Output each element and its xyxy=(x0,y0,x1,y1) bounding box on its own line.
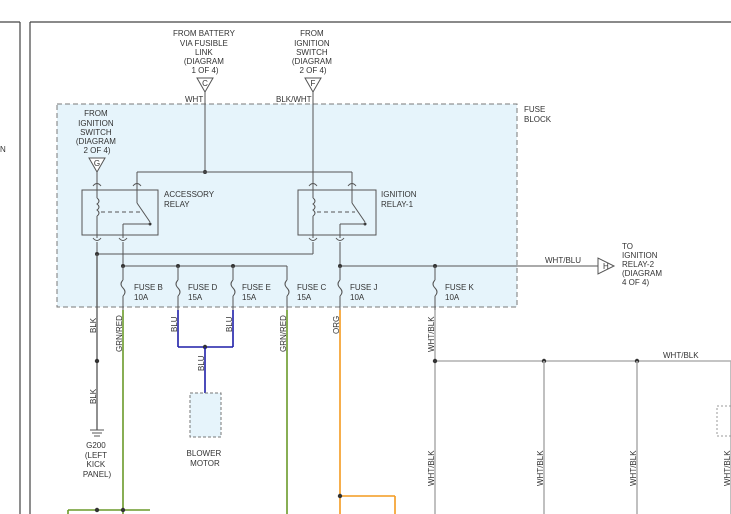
ground-symbol-icon xyxy=(90,429,104,437)
left-panel-edge-text: N xyxy=(0,145,6,154)
wht-blk-label-lower-2: WHT/BLK xyxy=(536,450,545,486)
fuse-j-label: FUSE J 10A xyxy=(350,283,380,302)
ground-g200-label: G200 (LEFT KICK PANEL) xyxy=(83,441,112,479)
blu-label-fuse-d: BLU xyxy=(170,316,179,332)
partial-component-box xyxy=(716,405,731,437)
connector-c-label: C xyxy=(202,79,208,88)
blu-label-motor: BLU xyxy=(197,355,206,371)
junction-dot xyxy=(94,507,100,513)
blower-motor-label: BLOWER MOTOR xyxy=(187,449,224,468)
blower-motor-box xyxy=(189,392,222,438)
relay2-wire-label: WHT/BLU xyxy=(545,256,581,265)
wht-blk-bus-label: WHT/BLK xyxy=(663,351,699,360)
ignition-relay-1-label: IGNITION RELAY-1 xyxy=(381,190,419,209)
wht-blk-label-lower-4: WHT/BLK xyxy=(723,450,731,486)
blu-label-fuse-e: BLU xyxy=(225,316,234,332)
fuse-b-label: FUSE B 10A xyxy=(134,283,165,302)
fuse-c-label: FUSE C 15A xyxy=(297,283,329,302)
battery-wire-label: WHT xyxy=(185,95,203,104)
fuse-block-label: FUSE BLOCK xyxy=(524,105,552,124)
accessory-relay xyxy=(81,183,159,241)
blk-wire-label-upper: BLK xyxy=(89,317,98,333)
connector-h-label: H xyxy=(603,262,609,271)
accessory-relay-label: ACCESSORY RELAY xyxy=(164,190,216,209)
grn-red-label-fuse-b: GRN/RED xyxy=(115,315,124,352)
fuse-k-label: FUSE K 10A xyxy=(445,283,476,302)
connector-f-icon xyxy=(304,77,322,94)
connector-g-label: G xyxy=(94,159,100,168)
fuse-d-label: FUSE D 15A xyxy=(188,283,220,302)
blk-wire-label-lower: BLK xyxy=(89,388,98,404)
grn-red-label-fuse-c: GRN/RED xyxy=(279,315,288,352)
ignition-switch-g-label: FROM IGNITION SWITCH (DIAGRAM 2 OF 4) xyxy=(76,109,118,155)
junction-dot xyxy=(337,493,343,499)
fuse-d xyxy=(175,266,181,310)
org-label-fuse-j: ORG xyxy=(332,316,341,334)
fuse-e xyxy=(230,266,236,310)
wht-blk-label-lower-1: WHT/BLK xyxy=(427,450,436,486)
junction-dot xyxy=(432,358,438,364)
fuse-c xyxy=(284,266,290,310)
relay2-destination-label: TO IGNITION RELAY-2 (DIAGRAM 4 OF 4) xyxy=(622,242,664,287)
fuse-e-label: FUSE E 15A xyxy=(242,283,273,302)
connector-h-icon xyxy=(597,257,616,275)
junction-dot xyxy=(94,358,100,364)
battery-source-label: FROM BATTERY VIA FUSIBLE LINK (DIAGRAM 1… xyxy=(173,29,237,75)
wht-blk-label-lower-3: WHT/BLK xyxy=(629,450,638,486)
fuse-b xyxy=(120,266,126,310)
connector-c-icon xyxy=(196,77,214,94)
fuse-j xyxy=(337,266,343,310)
ignition-relay-1 xyxy=(297,182,377,241)
ignition-switch-f-label: FROM IGNITION SWITCH (DIAGRAM 2 OF 4) xyxy=(292,29,334,75)
connector-g-icon xyxy=(88,157,106,174)
junction-dot xyxy=(120,507,126,513)
connector-f-label: F xyxy=(311,79,316,88)
wht-blk-label-fuse-k: WHT/BLK xyxy=(427,316,436,352)
ignition-f-wire-label: BLK/WHT xyxy=(276,95,312,104)
fuse-k xyxy=(432,266,438,310)
